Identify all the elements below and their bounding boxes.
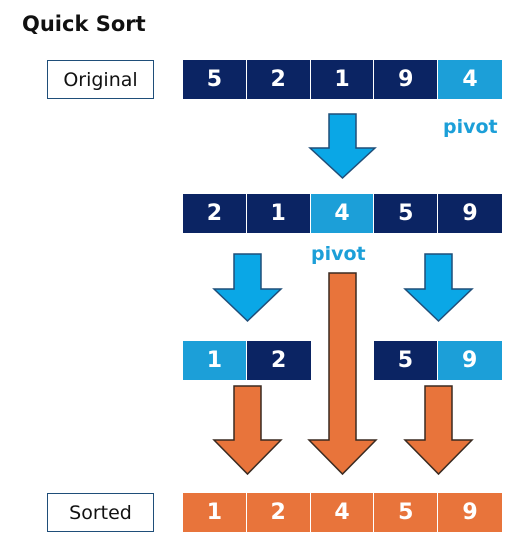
array-cell: 1: [310, 60, 375, 99]
array-cell: 5: [374, 194, 439, 233]
array-cell: 4: [310, 493, 375, 532]
pivot-label-partitioned: pivot: [311, 243, 366, 265]
array-cell: 2: [246, 493, 311, 532]
array-cell: 5: [183, 60, 247, 99]
array-cell: 1: [183, 341, 247, 380]
arrow-down-icon: [212, 253, 283, 323]
array-cell: 5: [374, 493, 439, 532]
array-cell: 9: [374, 60, 439, 99]
array-cell: 2: [246, 341, 311, 380]
array-cell: 2: [246, 60, 311, 99]
array-cell: 5: [374, 341, 438, 380]
array-cell: 2: [183, 194, 247, 233]
array-cell: 1: [246, 194, 311, 233]
pivot-label-original: pivot: [443, 116, 498, 138]
arrow-down-icon: [307, 272, 378, 476]
array-cell: 9: [438, 493, 502, 532]
arrow-down-icon: [403, 253, 474, 323]
array-cell: 4: [310, 194, 375, 233]
arrow-down-icon: [212, 385, 283, 476]
array-cell: 9: [437, 341, 502, 380]
array-cell: 9: [438, 194, 502, 233]
array-cell: 1: [183, 493, 247, 532]
page-title: Quick Sort: [22, 12, 146, 36]
arrow-down-icon: [403, 385, 474, 476]
sorted-label: Sorted: [47, 493, 154, 532]
arrow-down-icon: [308, 113, 377, 180]
original-label: Original: [47, 60, 154, 99]
array-cell: 4: [438, 60, 502, 99]
